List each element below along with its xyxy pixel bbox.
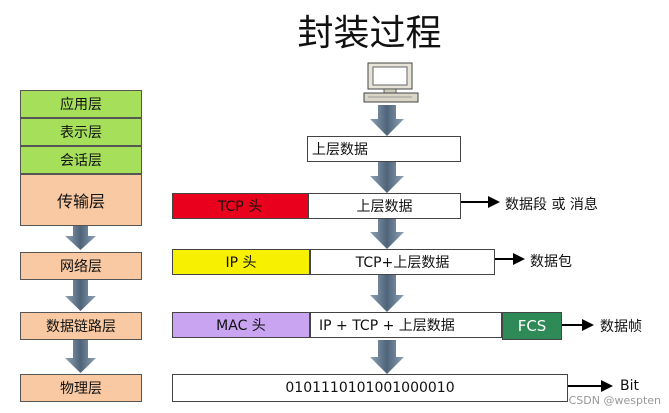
layer-session: 会话层: [20, 146, 142, 174]
diagram-title: 封装过程: [297, 13, 442, 54]
row1-upper-data: 上层数据: [307, 136, 461, 162]
right-down-arrows: [370, 105, 404, 374]
layer-network: 网络层: [20, 252, 142, 280]
layer-presentation: 表示层: [20, 118, 142, 146]
layer-application: 应用层: [20, 90, 142, 118]
watermark: CSDN @wespten: [568, 394, 661, 407]
bit-label: Bit: [620, 378, 639, 394]
segment-label: 数据段 或 消息: [505, 197, 598, 213]
result-arrows: [461, 196, 613, 392]
left-down-arrows: [65, 226, 96, 373]
row4-ip-tcp-data: IP + TCP + 上层数据: [310, 312, 502, 338]
row2-upper-data: 上层数据: [308, 193, 461, 219]
tcp-header: TCP 头: [172, 193, 308, 219]
mac-header: MAC 头: [172, 312, 310, 338]
ip-header: IP 头: [172, 249, 310, 275]
layer-physical: 物理层: [20, 374, 142, 402]
row5-bits: 0101110101001000010: [172, 374, 568, 402]
packet-label: 数据包: [530, 254, 572, 270]
row3-tcp-data: TCP+上层数据: [310, 249, 495, 275]
computer-icon: [363, 62, 419, 103]
fcs-trailer: FCS: [502, 312, 562, 340]
frame-label: 数据帧: [600, 319, 642, 335]
layer-datalink: 数据链路层: [20, 312, 142, 340]
layer-transport: 传输层: [20, 174, 142, 226]
